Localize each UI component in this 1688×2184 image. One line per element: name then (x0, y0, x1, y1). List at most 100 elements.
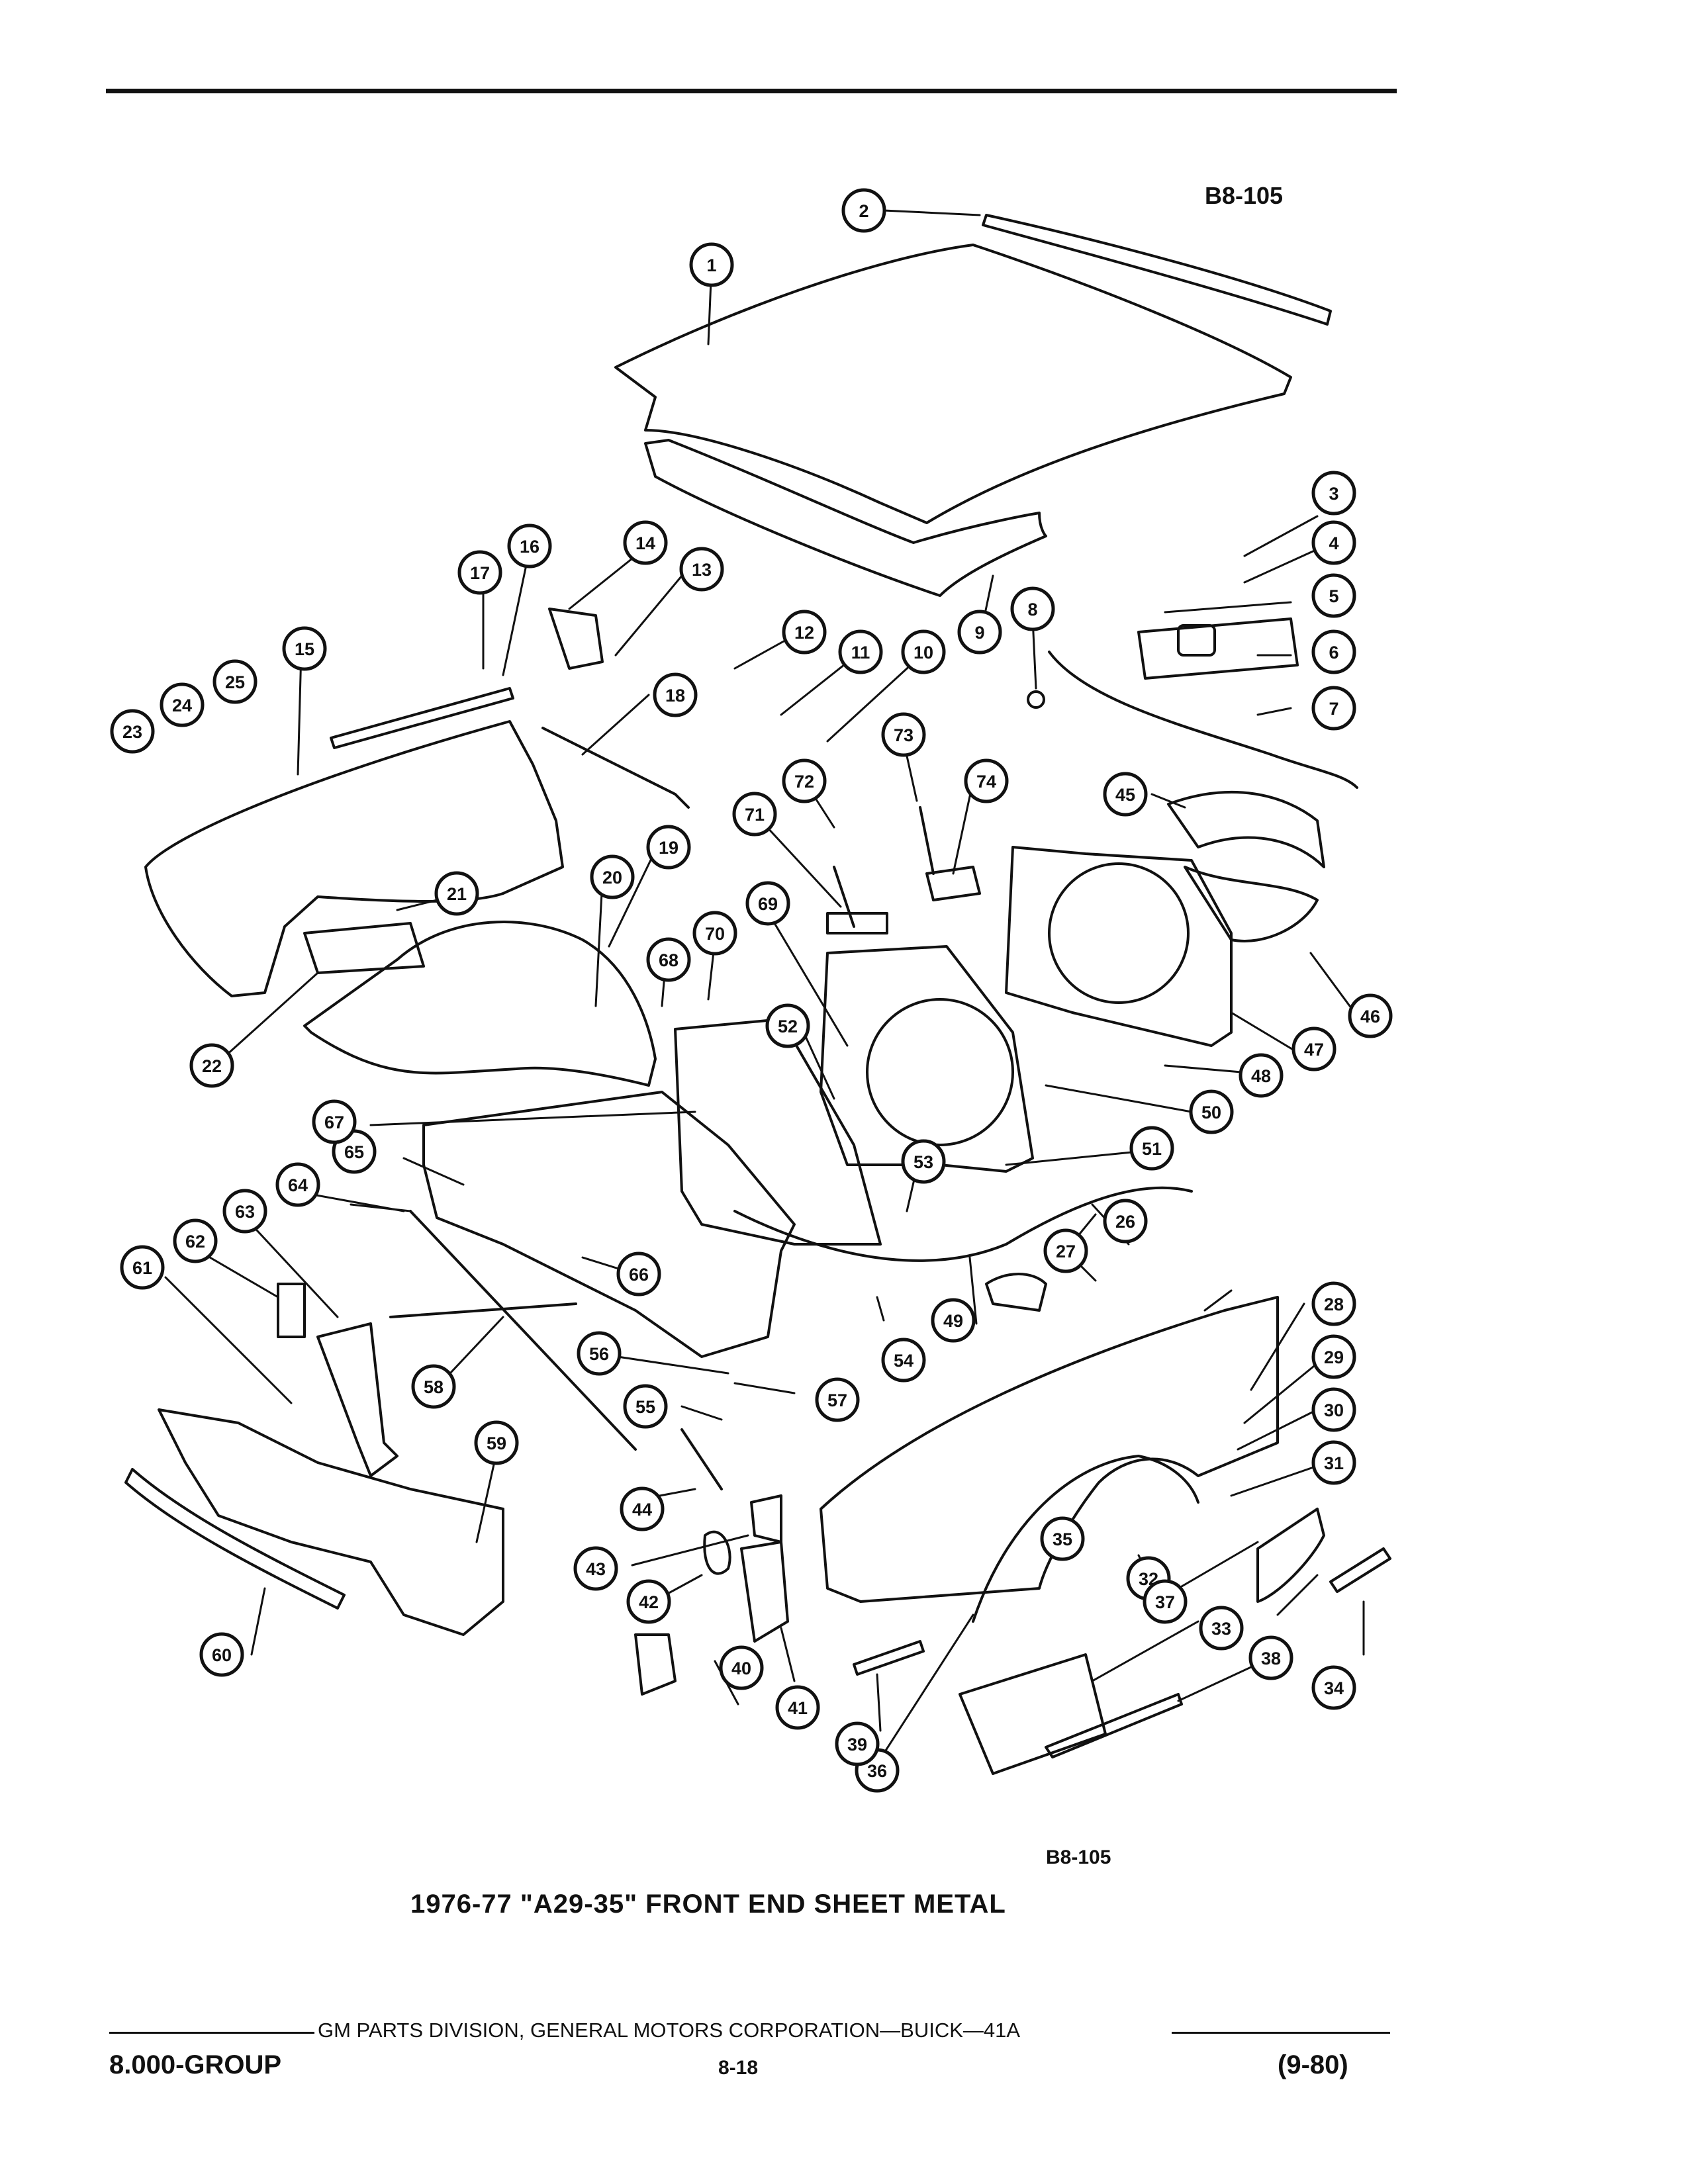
callout-12: 12 (782, 610, 827, 655)
callout-bubble (1239, 1053, 1284, 1098)
callout-67: 67 (312, 1099, 357, 1144)
footer-rule-right (1172, 2032, 1390, 2034)
callout-number: 71 (745, 805, 765, 825)
callout-20: 20 (590, 854, 635, 899)
callout-bubble (160, 682, 205, 727)
clip-73-74 (919, 806, 981, 901)
callout-number: 65 (344, 1142, 364, 1162)
callout-bubble (616, 1251, 661, 1297)
filler-37 (959, 1653, 1107, 1775)
callout-64: 64 (275, 1162, 320, 1207)
callout-bubble (312, 1099, 357, 1144)
callout-bubble (1010, 586, 1055, 631)
callout-bubble (199, 1632, 244, 1677)
part-40 (634, 1633, 677, 1696)
left-fender (144, 720, 564, 997)
footer-rule-left (109, 2032, 314, 2034)
callout-bubble (732, 792, 777, 837)
callout-8: 8 (1010, 586, 1055, 631)
callout-7: 7 (1311, 686, 1356, 731)
callout-number: 68 (659, 950, 679, 970)
callout-16: 16 (507, 523, 552, 569)
callout-19: 19 (646, 825, 691, 870)
callout-number: 42 (639, 1592, 659, 1612)
callout-number: 30 (1324, 1400, 1344, 1420)
shroud-opening-50 (866, 998, 1014, 1146)
fender-skirt (303, 922, 425, 974)
callout-bubble (1103, 772, 1148, 817)
callout-number: 45 (1115, 785, 1135, 805)
callout-73: 73 (881, 712, 926, 757)
callout-number: 8 (1027, 600, 1037, 619)
callout-number: 5 (1329, 586, 1338, 606)
callout-number: 29 (1324, 1347, 1344, 1367)
callout-bubble (1129, 1126, 1174, 1171)
header-rule (106, 89, 1397, 93)
callout-bubble (623, 1384, 668, 1429)
callout-bubble (1311, 520, 1356, 565)
callout-bubble (623, 520, 668, 565)
callout-21: 21 (434, 871, 479, 916)
callout-number: 64 (288, 1175, 308, 1195)
callout-number: 48 (1251, 1066, 1271, 1086)
callout-bubble (573, 1546, 618, 1591)
callout-bubble (275, 1162, 320, 1207)
callout-46: 46 (1348, 993, 1393, 1038)
footer-revision: (9-80) (1278, 2050, 1348, 2079)
callout-6: 6 (1311, 629, 1356, 674)
callout-bubble (964, 758, 1009, 803)
callout-bubble (1311, 1665, 1356, 1710)
callout-27: 27 (1043, 1228, 1088, 1273)
callout-69: 69 (745, 881, 790, 926)
callout-number: 40 (731, 1659, 751, 1678)
callout-62: 62 (173, 1218, 218, 1263)
callout-number: 3 (1329, 484, 1338, 504)
callout-number: 25 (225, 672, 245, 692)
callout-53: 53 (901, 1139, 946, 1184)
hood-release-cable (1048, 651, 1358, 789)
callout-14: 14 (623, 520, 668, 565)
callout-number: 58 (424, 1377, 444, 1397)
callout-bubble (212, 659, 258, 704)
callout-39: 39 (835, 1721, 880, 1766)
callout-50: 50 (1189, 1089, 1234, 1134)
callout-9: 9 (957, 610, 1002, 655)
callout-52: 52 (765, 1003, 810, 1048)
callout-bubble (1248, 1635, 1293, 1680)
callout-number: 69 (758, 894, 778, 914)
callout-number: 37 (1155, 1592, 1175, 1612)
callout-number: 15 (295, 639, 314, 659)
callout-48: 48 (1239, 1053, 1284, 1098)
callout-number: 63 (235, 1202, 255, 1222)
callout-bubble (474, 1420, 519, 1465)
callout-number: 43 (586, 1559, 606, 1579)
hood-seal (982, 214, 1332, 326)
callout-74: 74 (964, 758, 1009, 803)
diagram-code-bottom: B8-105 (1046, 1846, 1111, 1868)
callout-bubble (835, 1721, 880, 1766)
callout-bubble (815, 1377, 860, 1422)
callout-54: 54 (881, 1338, 926, 1383)
fan-shroud-50 (820, 945, 1034, 1173)
callout-number: 47 (1304, 1040, 1324, 1060)
callout-38: 38 (1248, 1635, 1293, 1680)
fender-rod (330, 687, 514, 749)
callout-29: 29 (1311, 1334, 1356, 1379)
callout-bubble (411, 1364, 456, 1409)
callout-number: 39 (847, 1735, 867, 1754)
filler-33 (1256, 1508, 1325, 1603)
callout-number: 51 (1142, 1139, 1162, 1159)
callout-number: 13 (692, 560, 712, 580)
callout-bubble (1311, 471, 1356, 516)
callout-number: 59 (487, 1433, 506, 1453)
callout-bubble (1311, 1281, 1356, 1326)
callout-number: 60 (212, 1645, 232, 1665)
callout-24: 24 (160, 682, 205, 727)
callout-number: 67 (324, 1113, 344, 1132)
diagram-code-top: B8-105 (1205, 182, 1284, 209)
callout-number: 36 (867, 1761, 887, 1781)
brace-49 (733, 1186, 1193, 1262)
callout-59: 59 (474, 1420, 519, 1465)
callout-bubble (1199, 1606, 1244, 1651)
